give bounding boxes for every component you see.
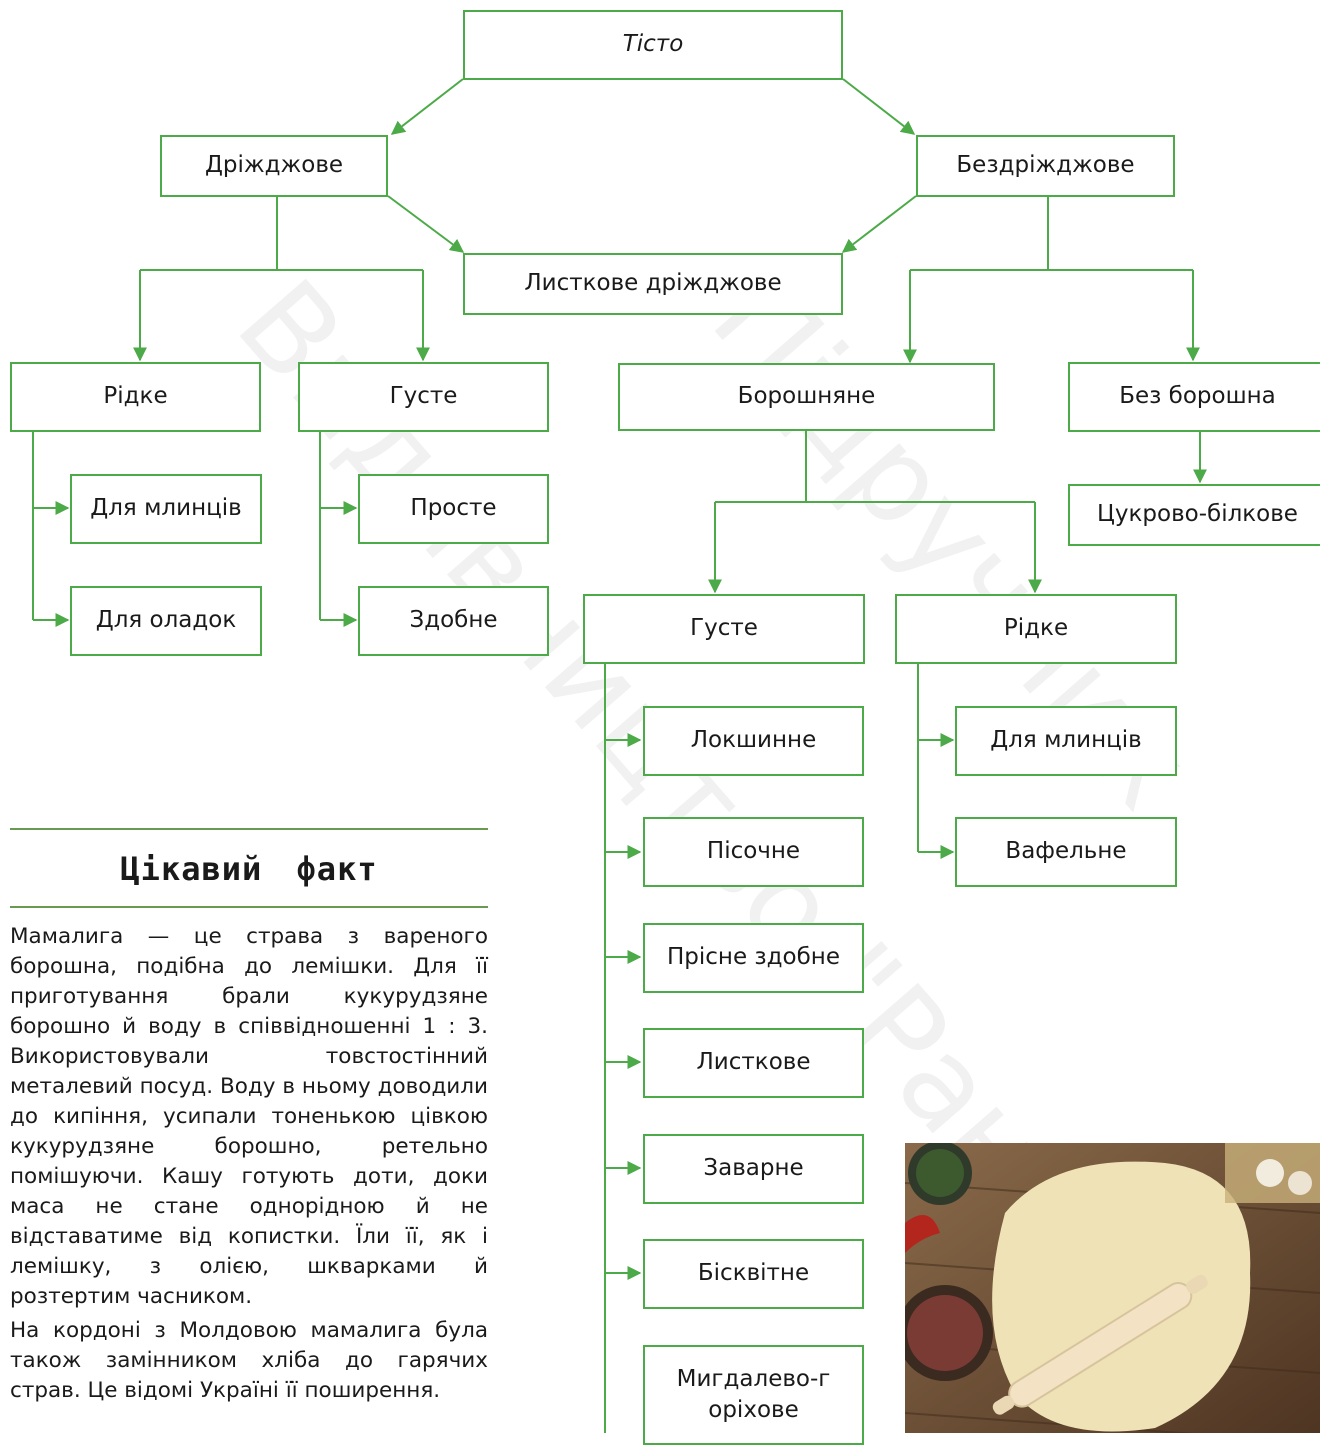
node-puff-yeast: Листкове дріжджове bbox=[463, 253, 843, 315]
node-yeast: Дріжджове bbox=[160, 135, 388, 197]
node-unleavened-rich: Прісне здобне bbox=[643, 923, 864, 993]
node-sponge: Бісквітне bbox=[643, 1239, 864, 1309]
fact-top-rule bbox=[10, 828, 488, 830]
node-simple: Просте bbox=[358, 474, 549, 544]
node-for-pancakes-flour: Для млинців bbox=[955, 706, 1177, 776]
fact-paragraph-2: На кордоні з Молдовою мамалига була тако… bbox=[10, 1318, 488, 1403]
node-yeast-liquid: Рідке bbox=[10, 362, 261, 432]
node-flour-thick: Густе bbox=[583, 594, 865, 664]
node-choux: Заварне bbox=[643, 1134, 864, 1204]
fact-title: Цікавий факт bbox=[120, 850, 378, 888]
node-dough: Тісто bbox=[463, 10, 843, 80]
fact-bottom-rule bbox=[10, 906, 488, 908]
node-for-fritters: Для оладок bbox=[70, 586, 262, 656]
node-noodle: Локшинне bbox=[643, 706, 864, 776]
fact-paragraph-1: Мамалига — це страва з вареного борошна,… bbox=[10, 924, 488, 1309]
node-yeast-thick: Густе bbox=[298, 362, 549, 432]
node-flour-based: Борошняне bbox=[618, 363, 995, 431]
interesting-fact-box: Цікавий факт Мамалига — це страва з варе… bbox=[10, 828, 488, 1406]
node-without-flour: Без борошна bbox=[1068, 362, 1320, 432]
node-for-pancakes-yeast: Для млинців bbox=[70, 474, 262, 544]
node-puff: Листкове bbox=[643, 1028, 864, 1098]
dough-rolling-pin-photo bbox=[905, 1143, 1320, 1433]
node-shortcrust: Пісочне bbox=[643, 817, 864, 887]
node-yeastless: Бездріжджове bbox=[916, 135, 1175, 197]
node-almond-nut: Мигдалево-горіхове bbox=[643, 1345, 864, 1445]
node-rich: Здобне bbox=[358, 586, 549, 656]
node-flour-liquid: Рідке bbox=[895, 594, 1177, 664]
node-sugar-protein: Цукрово-білкове bbox=[1068, 484, 1320, 546]
node-waffle: Вафельне bbox=[955, 817, 1177, 887]
photo-illustration bbox=[905, 1143, 1320, 1433]
